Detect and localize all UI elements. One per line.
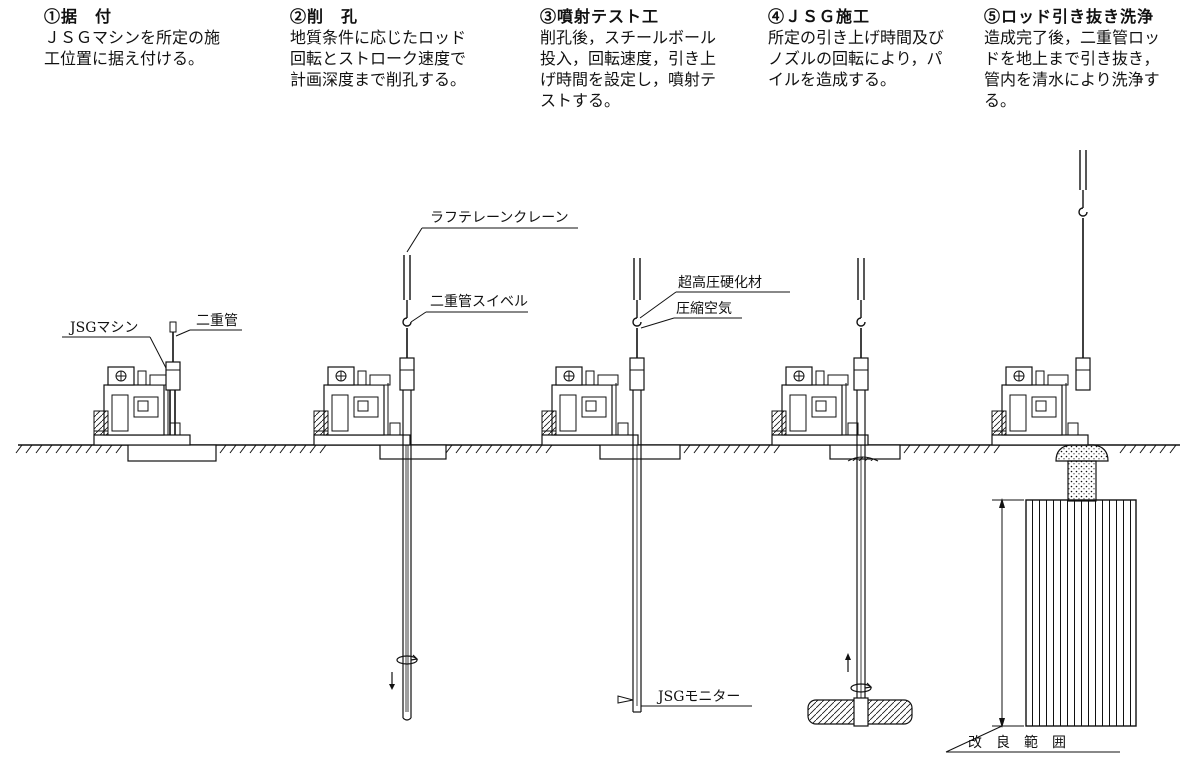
step-2-line-3: 計画深度まで削孔する。 <box>290 70 467 89</box>
label-monitor: JSGモニター <box>656 689 740 705</box>
step-5-line-3: 管内を清水により洗浄す <box>984 70 1160 89</box>
step-4: ④ＪＳＧ施工 所定の引き上げ時間及び ノズルの回転により，パ イルを造成する。 <box>768 6 944 90</box>
station-3: 超高圧硬化材 圧縮空気 JSGモニター <box>541 258 790 713</box>
step-1-line-2: 工位置に据え付ける。 <box>44 49 205 68</box>
label-hardener: 超高圧硬化材 <box>678 274 762 291</box>
pit <box>127 444 217 462</box>
step-3: ③噴射テスト工 削孔後，スチールボール 投入，回転速度，引き上 げ時間を設定し，… <box>540 6 716 111</box>
station-1: JSGマシン 二重管 <box>62 313 242 462</box>
step-2-title: ②削 孔 <box>290 7 359 26</box>
step-1: ①据 付 ＪＳＧマシンを所定の施 工位置に据え付ける。 <box>44 6 220 69</box>
step-3-title: ③噴射テスト工 <box>540 7 660 26</box>
step-3-line-1: 削孔後，スチールボール <box>540 28 717 47</box>
up-arrow-icon <box>845 653 851 672</box>
down-arrow-icon <box>389 672 395 690</box>
improved-column <box>1025 499 1137 727</box>
hook-icon <box>1078 207 1088 217</box>
step-3-line-3: げ時間を設定し，噴射テ <box>540 70 717 89</box>
step-5: ⑤ロッド引き抜き洗浄 造成完了後，二重管ロッ ドを地上まで引き抜き， 管内を清水… <box>984 6 1160 111</box>
station-2: ラフテレーンクレーン 二重管スイベル <box>313 210 578 721</box>
hook-icon <box>856 317 866 327</box>
label-air: 圧縮空気 <box>676 301 732 317</box>
label-jsg-machine: JSGマシン <box>68 320 138 336</box>
label-improved-range: 改 良 範 囲 <box>968 734 1066 751</box>
hook-icon <box>402 317 412 327</box>
label-crane: ラフテレーンクレーン <box>430 210 569 226</box>
step-1-title: ①据 付 <box>44 7 113 26</box>
step-4-line-2: ノズルの回転により，パ <box>768 49 943 68</box>
station-5: 改 良 範 囲 <box>945 150 1137 753</box>
label-swivel: 二重管スイベル <box>430 294 528 310</box>
step-2: ②削 孔 地質条件に応じたロッド 回転とストローク速度で 計画深度まで削孔する。 <box>290 6 466 90</box>
step-3-line-4: ストする。 <box>540 91 621 110</box>
jet-nozzle <box>617 695 634 704</box>
step-5-line-2: ドを地上まで引き抜き， <box>984 49 1160 68</box>
step-1-line-1: ＪＳＧマシンを所定の施 <box>44 28 221 47</box>
step-5-title: ⑤ロッド引き抜き洗浄 <box>984 7 1155 26</box>
rotation-arrow-icon <box>396 654 418 665</box>
label-double-pipe: 二重管 <box>196 313 238 329</box>
station-4 <box>771 258 913 727</box>
step-2-line-2: 回転とストローク速度で <box>290 49 467 68</box>
step-4-line-3: イルを造成する。 <box>768 70 897 89</box>
step-4-line-1: 所定の引き上げ時間及び <box>768 28 945 47</box>
step-3-line-2: 投入，回転速度，引き上 <box>540 49 717 68</box>
machine-icon <box>313 366 411 446</box>
step-5-line-1: 造成完了後，二重管ロッ <box>984 28 1161 47</box>
hook-icon <box>632 317 642 327</box>
step-5-line-4: る。 <box>984 91 1017 110</box>
step-4-title: ④ＪＳＧ施工 <box>768 7 871 26</box>
machine-icon <box>541 366 639 446</box>
machine-icon <box>991 366 1089 446</box>
step-2-line-1: 地質条件に応じたロッド <box>290 28 467 47</box>
